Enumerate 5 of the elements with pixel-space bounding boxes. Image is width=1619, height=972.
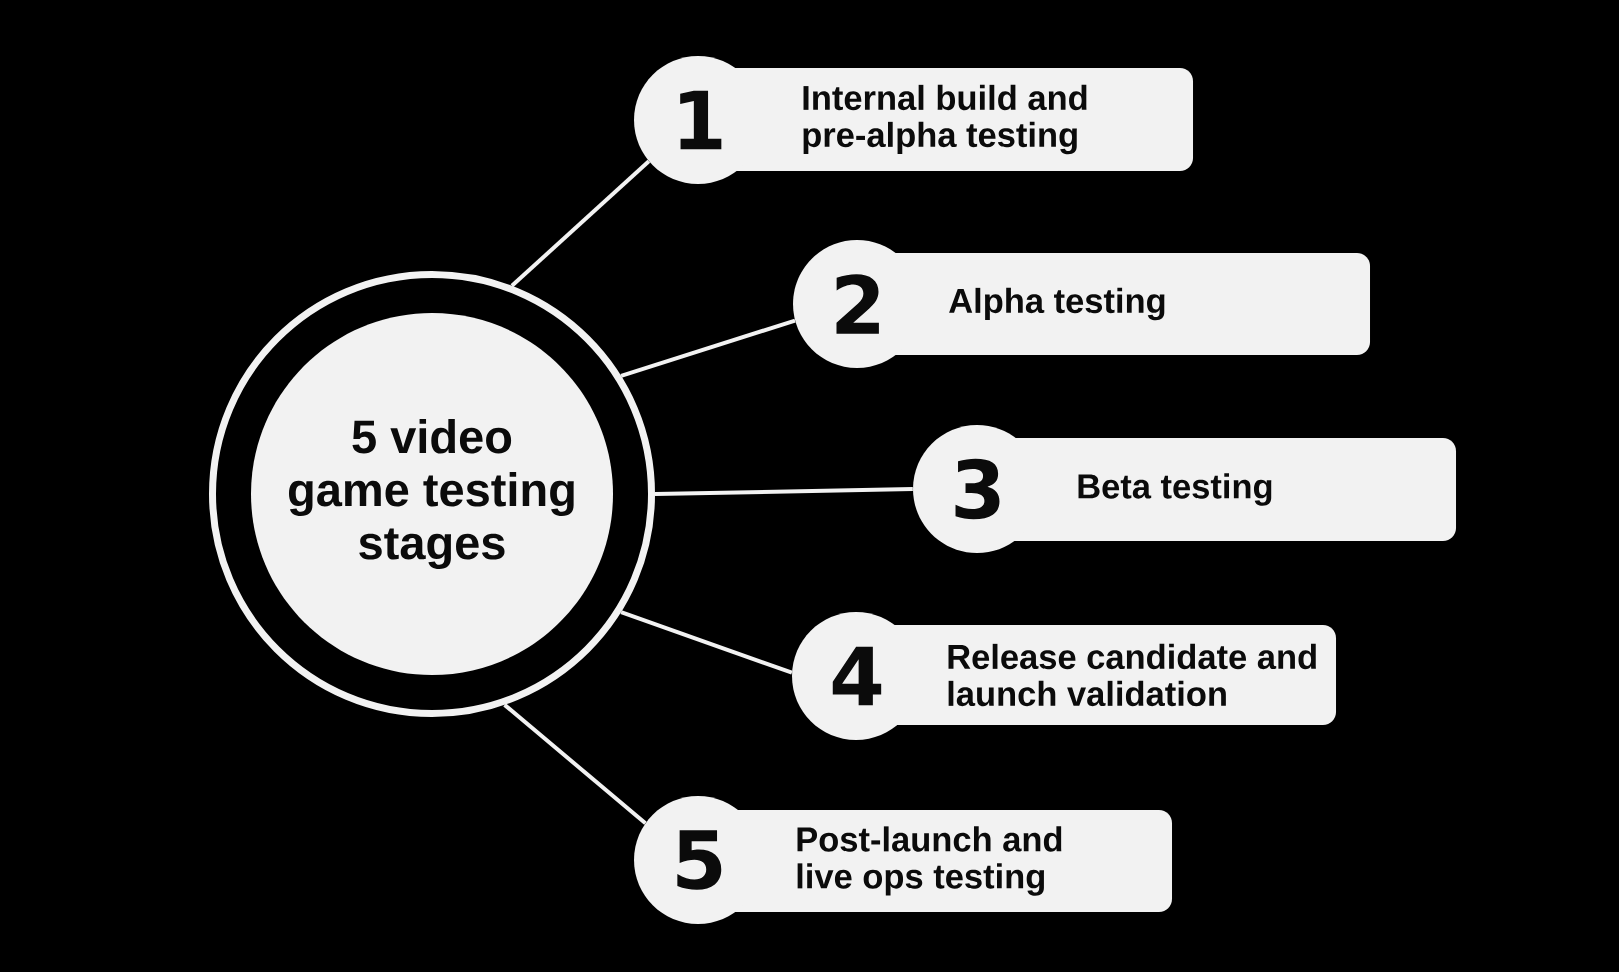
connector-line <box>654 487 913 496</box>
connector-line <box>620 610 793 675</box>
connector-line <box>503 703 647 825</box>
connector-line <box>510 159 651 288</box>
connector-line <box>620 318 796 378</box>
